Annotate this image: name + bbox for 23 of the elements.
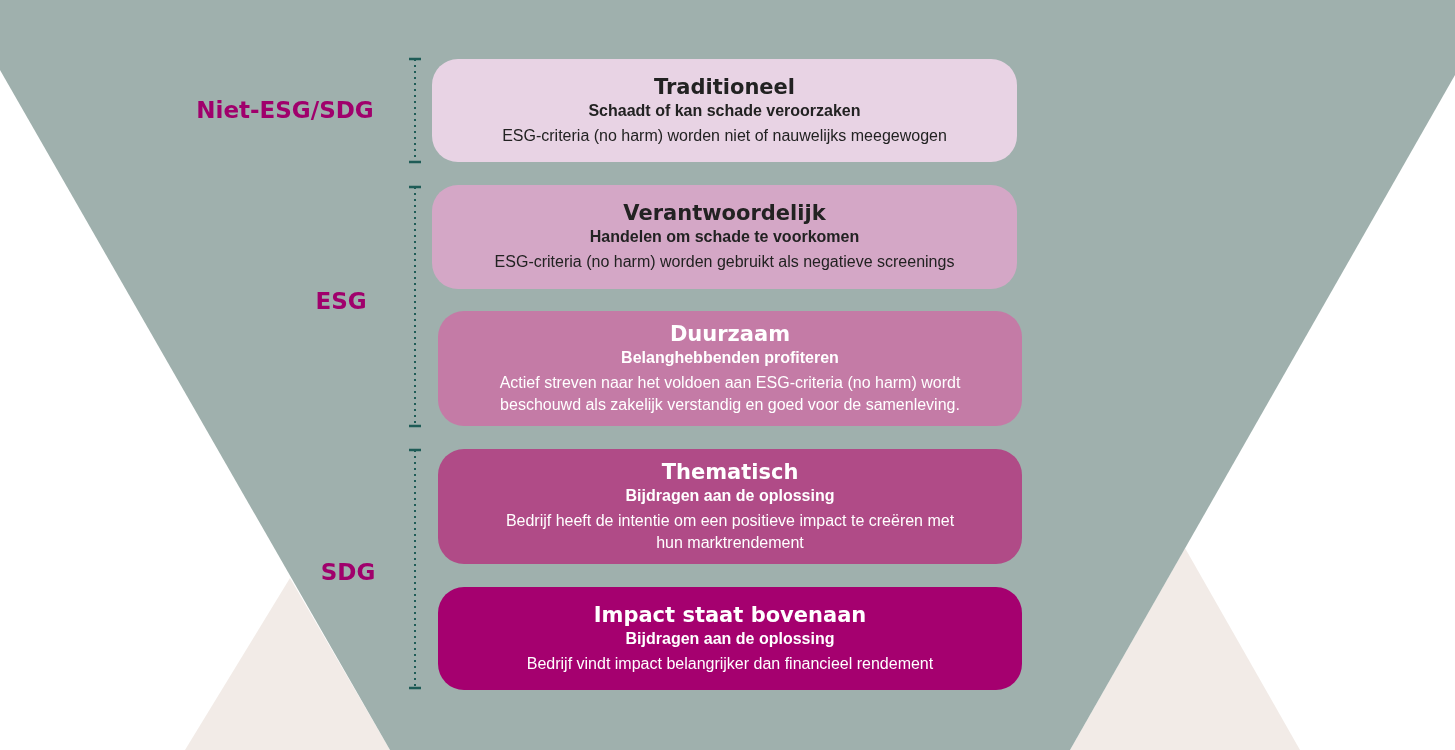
box-title: Impact staat bovenaan xyxy=(593,602,867,628)
box-description: Actief streven naar het voldoen aan ESG-criteria (no harm) wordt beschouwd als zakelijk verstandig en goed voor de samenleving. xyxy=(498,372,962,415)
box-subtitle: Handelen om schade te voorkomen xyxy=(589,227,860,247)
box-title: Duurzaam xyxy=(669,321,791,347)
box-title: Verantwoordelijk xyxy=(623,201,826,226)
level-box xyxy=(438,587,1022,690)
level-box xyxy=(432,185,1017,289)
box-title: Traditioneel xyxy=(653,74,796,100)
box-description: Bedrijf vindt impact belangrijker dan financieel rendement xyxy=(526,653,934,674)
level-box xyxy=(432,59,1017,162)
box-subtitle: Schaadt of kan schade veroorzaken xyxy=(588,100,861,121)
box-description: ESG-criteria (no harm) worden niet of nauwelijks meegewogen xyxy=(502,125,947,146)
group-label: SDG xyxy=(320,559,376,585)
box-title: Thematisch xyxy=(661,459,799,485)
box-subtitle: Belanghebbenden profiteren xyxy=(621,347,839,368)
box-description: ESG-criteria (no harm) worden gebruikt als negatieve screenings xyxy=(494,252,955,272)
box-description: Bedrijf heeft de intentie om een positieve impact te creëren met hun marktrendement xyxy=(504,510,956,553)
box-subtitle: Bijdragen aan de oplossing xyxy=(625,485,835,506)
group-label: Niet-ESG/SDG xyxy=(196,97,374,123)
box-subtitle: Bijdragen aan de oplossing xyxy=(625,628,835,649)
level-box xyxy=(438,311,1022,426)
level-box xyxy=(438,449,1022,564)
group-label: ESG xyxy=(315,288,367,314)
